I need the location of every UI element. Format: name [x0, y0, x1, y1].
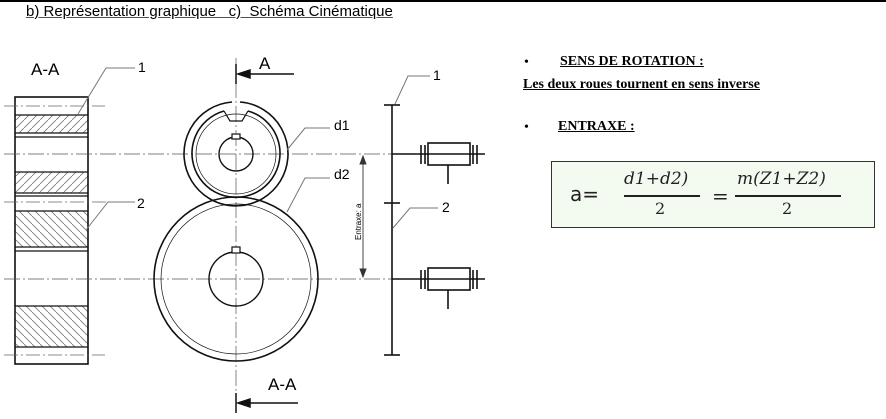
formula-box: a= d1+d2) 2 = m(Z1+Z2) 2 [551, 161, 875, 228]
formula-num1: d1+d2) [624, 169, 689, 189]
kinematic-schema [384, 104, 485, 356]
section-label-left: A-A [31, 60, 60, 79]
label-1-right: 1 [433, 67, 441, 83]
gears-front-view [153, 101, 319, 362]
label-d1: d1 [334, 117, 350, 133]
formula-eq: = [712, 184, 729, 208]
section-label-bottom: A-A [268, 375, 297, 394]
cut-label: A [259, 54, 271, 73]
label-2-right: 2 [442, 199, 450, 215]
fraction-bar [735, 195, 841, 197]
bullet: • [524, 120, 529, 135]
formula-num2: m(Z1+Z2) [737, 169, 826, 189]
entraxe-dimension [359, 154, 367, 279]
formula-lhs: a= [570, 182, 600, 206]
section-view [4, 96, 130, 365]
rotation-text: Les deux roues tournent en sens inverse [523, 77, 760, 92]
entraxe-label: Entraxe: a [354, 203, 363, 240]
section-heading: b) Représentation graphique c) Schéma Ci… [26, 3, 393, 20]
formula-den1: 2 [655, 199, 666, 218]
leader-lines [77, 67, 438, 231]
label-d2: d2 [334, 166, 350, 182]
fraction-bar [624, 195, 700, 197]
top-border [0, 0, 886, 2]
entraxe-title: ENTRAXE : [558, 119, 635, 134]
center-lines [4, 58, 392, 412]
cut-arrows [235, 64, 298, 413]
label-2-left: 2 [137, 195, 145, 211]
rotation-title: SENS DE ROTATION : [560, 54, 704, 69]
bullet: • [524, 55, 529, 70]
formula-den2: 2 [782, 199, 793, 218]
label-1-left: 1 [138, 59, 146, 75]
